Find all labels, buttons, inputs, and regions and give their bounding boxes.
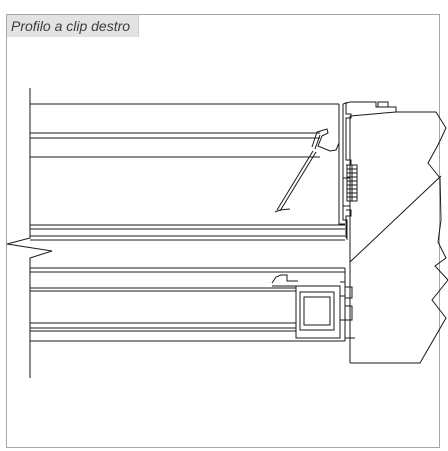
drawing-title: Profilo a clip destro bbox=[7, 15, 140, 37]
lower-frame-profile bbox=[30, 268, 345, 341]
lower-profile-box bbox=[272, 275, 355, 338]
clip-profile bbox=[275, 129, 339, 212]
wall-section-right bbox=[350, 107, 448, 363]
vertical-brackets bbox=[343, 102, 396, 238]
drawing-frame bbox=[6, 14, 440, 448]
wall-section-left bbox=[7, 88, 52, 378]
gasket-seal bbox=[347, 165, 357, 201]
upper-frame-profile bbox=[30, 104, 347, 240]
